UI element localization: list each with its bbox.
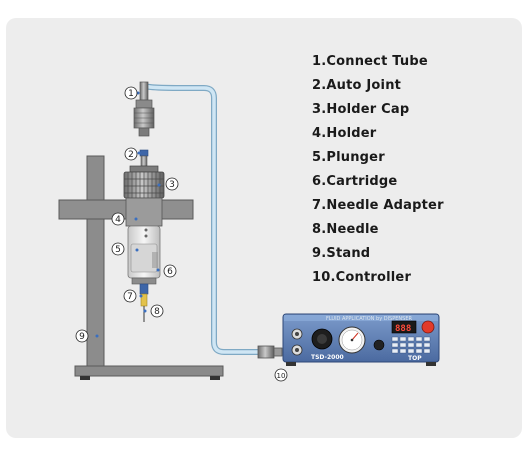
marker-dots [95,91,161,338]
needle-adapter [139,283,149,295]
svg-text:8: 8 [154,307,160,317]
marker-10: 10 [274,368,288,382]
controller-coupling [257,345,283,359]
legend-item-needle-adapter: 7.Needle Adapter [312,198,444,213]
svg-text:1: 1 [128,89,134,99]
legend-item-cartridge: 6.Cartridge [312,174,398,189]
controller-brand: TOP [408,355,422,362]
legend-item-connect-tube: 1.Connect Tube [312,54,428,69]
svg-text:4: 4 [115,215,121,225]
controller-header-text: FLUID APPLICATION by DISPENSER [326,316,412,322]
marker-3: 3 [165,177,179,191]
legend-item-plunger: 5.Plunger [312,150,385,165]
cartridge-window [152,252,158,268]
stand-base [74,365,224,377]
stand-foot-right [210,376,220,380]
svg-text:6: 6 [167,267,173,277]
svg-text:5: 5 [115,245,121,255]
connect-tube-highlight [144,84,262,354]
parts-legend: 1.Connect Tube 2.Auto Joint 3.Holder Cap… [312,53,444,293]
keypad[interactable] [391,336,431,354]
marker-1: 1 [124,86,138,100]
marker-9: 9 [75,329,89,343]
vacuum-knob[interactable] [373,339,385,351]
svg-text:9: 9 [79,332,85,342]
svg-text:10: 10 [277,372,286,380]
holder [125,197,163,285]
marker-7: 7 [123,289,137,303]
top-connector [133,81,155,137]
legend-item-needle: 8.Needle [312,222,379,237]
legend-item-holder: 4.Holder [312,126,377,141]
auto-joint [139,149,149,167]
stand-pole [86,155,105,369]
power-button[interactable] [421,320,435,334]
svg-text:7: 7 [127,292,133,302]
marker-5: 5 [111,242,125,256]
legend-item-holder-cap: 3.Holder Cap [312,102,410,117]
marker-8: 8 [150,304,164,318]
legend-item-controller: 10.Controller [312,270,412,285]
svg-text:2: 2 [128,150,134,160]
controller: FLUID APPLICATION by DISPENSER TSD-2000 … [282,313,440,366]
controller-model: TSD-2000 [311,354,344,361]
digital-display [391,320,417,334]
holder-cap [123,165,165,199]
needle-assembly [139,283,149,322]
display-readout: 888 [395,324,411,334]
svg-text:3: 3 [169,180,175,190]
legend-item-auto-joint: 2.Auto Joint [312,78,402,93]
stand-foot-left [80,376,90,380]
marker-6: 6 [163,264,177,278]
marker-4: 4 [111,212,125,226]
marker-2: 2 [124,147,138,161]
legend-item-stand: 9.Stand [312,246,371,261]
